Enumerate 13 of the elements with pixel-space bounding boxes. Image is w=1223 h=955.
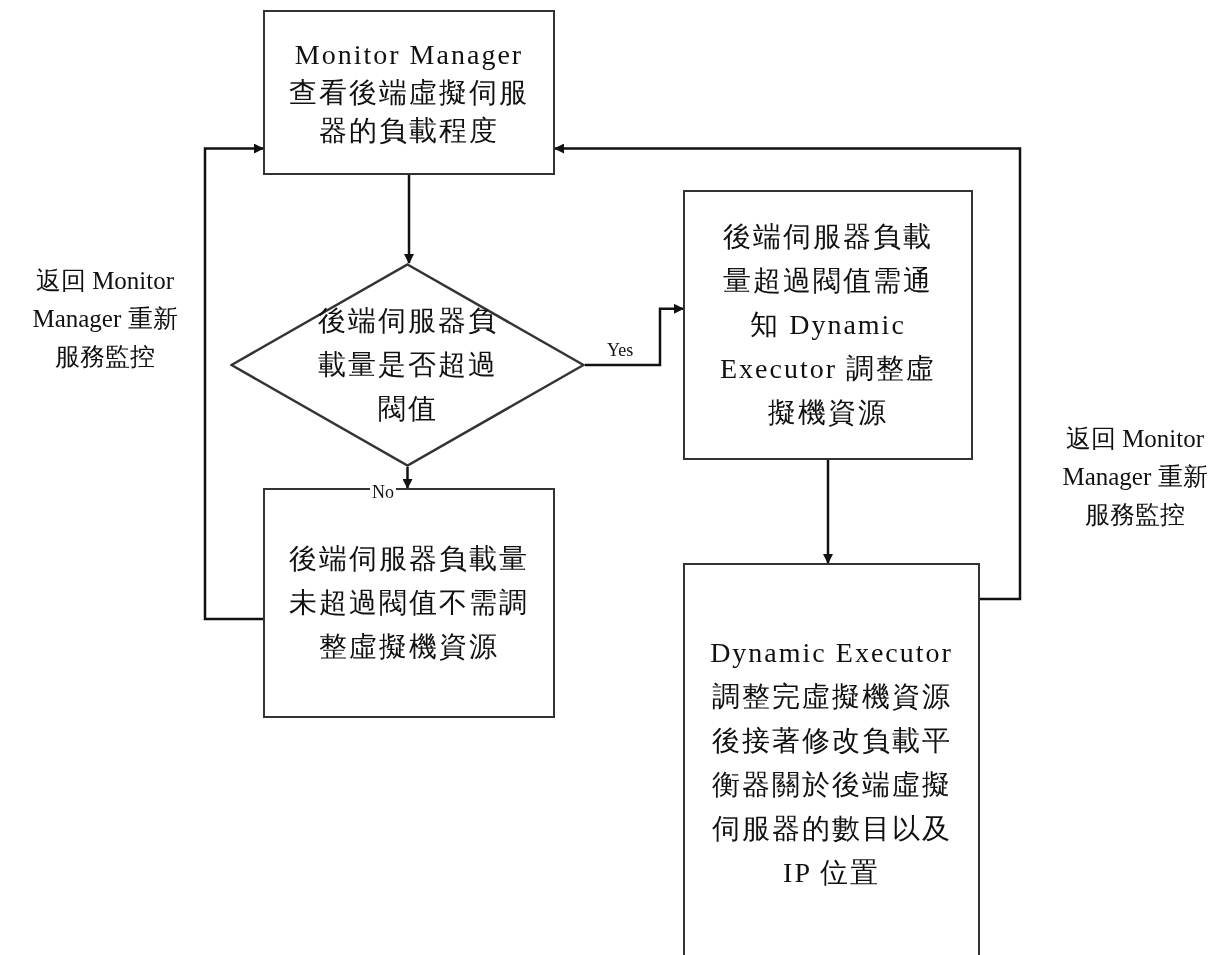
- process-box: Monitor Manager 查看後端虛擬伺服器的負載程度: [263, 10, 555, 175]
- decision-diamond: [230, 263, 585, 467]
- arrow: [404, 175, 414, 264]
- side-note: 返回 Monitor Manager 重新服務監控: [1061, 424, 1209, 530]
- arrow: [585, 303, 684, 367]
- process-box: Dynamic Executor 調整完虛擬機資源後接著修改負載平衡器關於後端虛擬伺服器的數目以及 IP 位置: [683, 563, 980, 955]
- arrow: [203, 143, 264, 621]
- decision-text: 後端伺服器負載量是否超過閥值: [316, 304, 499, 426]
- arrow: [554, 143, 1022, 601]
- process-box: 後端伺服器負載量超過閥值需通知 Dynamic Executor 調整虛擬機資源: [683, 190, 973, 460]
- arrow: [823, 460, 833, 564]
- arrow: [402, 467, 413, 489]
- side-note: 返回 Monitor Manager 重新服務監控: [31, 266, 179, 372]
